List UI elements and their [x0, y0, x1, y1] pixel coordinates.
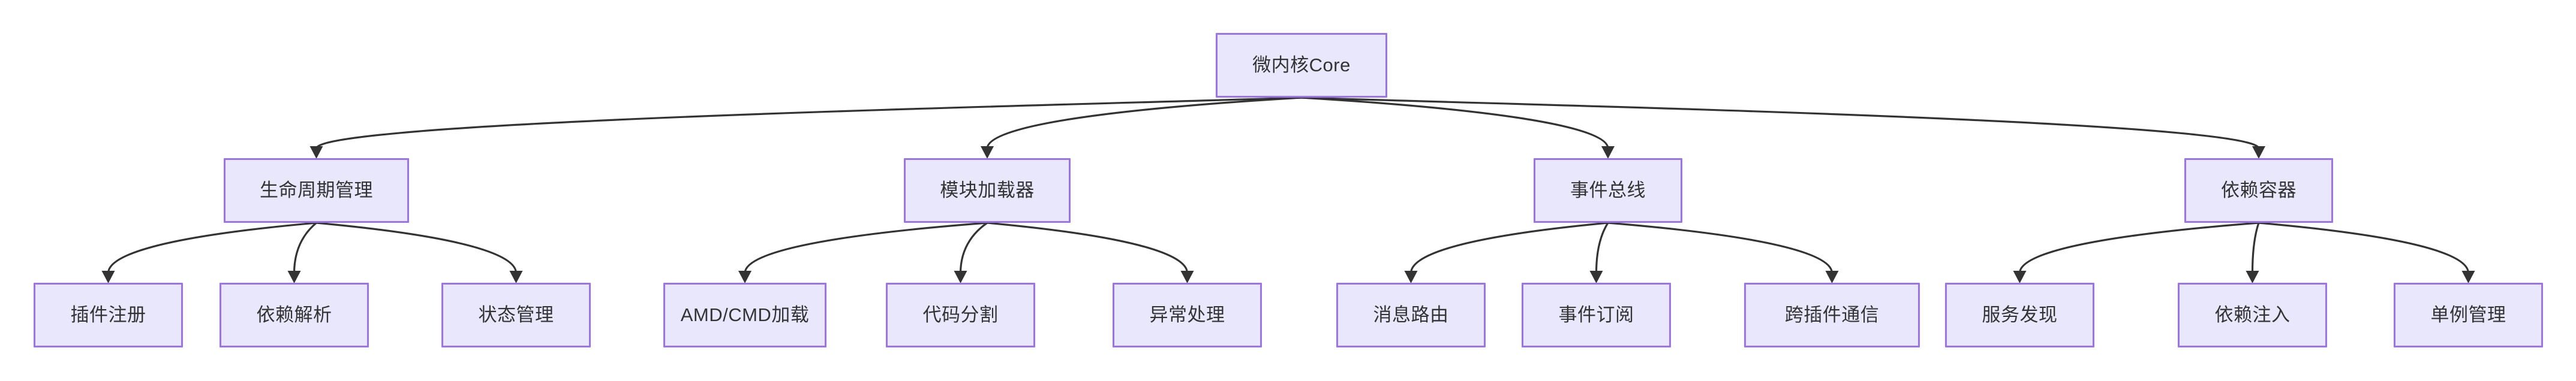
arrowhead-msg-route [1404, 271, 1418, 283]
node-code-split[interactable]: 代码分割 [886, 283, 1035, 347]
arrowhead-loader [981, 146, 994, 159]
node-label: 单例管理 [2430, 304, 2506, 325]
node-eventbus[interactable]: 事件总线 [1534, 158, 1682, 223]
node-label: 代码分割 [922, 304, 999, 325]
node-loader[interactable]: 模块加载器 [904, 158, 1071, 223]
node-dicontainer[interactable]: 依赖容器 [2184, 158, 2333, 223]
edge-core-to-dicontainer [1301, 96, 2260, 149]
node-service-discover[interactable]: 服务发现 [1945, 283, 2094, 347]
edge-eventbus-to-cross-plugin-comm [1607, 222, 1833, 274]
arrowhead-cross-plugin-comm [1825, 271, 1839, 283]
node-label: 依赖容器 [2221, 179, 2297, 201]
node-event-subscribe[interactable]: 事件订阅 [1522, 283, 1671, 347]
node-dep-resolve[interactable]: 依赖解析 [220, 283, 369, 347]
arrowhead-eventbus [1601, 146, 1615, 159]
edge-dicontainer-to-singleton-manage [2258, 222, 2470, 274]
edge-core-to-loader [986, 96, 1302, 149]
node-dep-inject[interactable]: 依赖注入 [2178, 283, 2327, 347]
edge-lifecycle-to-plugin-register [107, 222, 317, 274]
arrowhead-dep-inject [2246, 271, 2259, 283]
arrowhead-service-discover [2013, 271, 2027, 283]
edge-core-to-eventbus [1301, 96, 1609, 149]
node-singleton-manage[interactable]: 单例管理 [2394, 283, 2543, 347]
node-label: 依赖注入 [2214, 304, 2291, 325]
node-label: 跨插件通信 [1784, 304, 1880, 325]
node-label: 生命周期管理 [260, 179, 373, 201]
node-label: 服务发现 [1982, 304, 2058, 325]
edge-loader-to-amd-cmd-load [744, 222, 988, 274]
edge-loader-to-code-split [959, 222, 988, 274]
node-label: AMD/CMD加载 [680, 304, 810, 325]
arrowhead-lifecycle [309, 146, 323, 159]
node-label: 微内核Core [1252, 54, 1351, 75]
edge-lifecycle-to-state-manage [316, 222, 518, 274]
edge-eventbus-to-event-subscribe [1595, 222, 1609, 274]
node-error-handle[interactable]: 异常处理 [1113, 283, 1262, 347]
node-plugin-register[interactable]: 插件注册 [34, 283, 183, 347]
node-label: 消息路由 [1373, 304, 1449, 325]
node-label: 事件订阅 [1558, 304, 1634, 325]
edge-lifecycle-to-dep-resolve [293, 222, 317, 274]
node-label: 依赖解析 [256, 304, 332, 325]
node-state-manage[interactable]: 状态管理 [441, 283, 591, 347]
arrowhead-dicontainer [2252, 146, 2265, 159]
node-amd-cmd-load[interactable]: AMD/CMD加载 [663, 283, 826, 347]
arrowhead-amd-cmd-load [738, 271, 752, 283]
node-msg-route[interactable]: 消息路由 [1336, 283, 1486, 347]
arrowhead-dep-resolve [287, 271, 301, 283]
node-label: 状态管理 [478, 304, 554, 325]
edge-eventbus-to-msg-route [1409, 222, 1609, 274]
arrowhead-code-split [954, 271, 967, 283]
node-label: 异常处理 [1149, 304, 1225, 325]
edge-core-to-lifecycle [315, 96, 1302, 149]
edge-loader-to-error-handle [987, 222, 1189, 274]
node-label: 事件总线 [1570, 179, 1646, 201]
node-label: 插件注册 [70, 304, 146, 325]
node-core[interactable]: 微内核Core [1216, 33, 1387, 98]
arrowhead-event-subscribe [1589, 271, 1603, 283]
node-lifecycle[interactable]: 生命周期管理 [224, 158, 409, 223]
arrowhead-singleton-manage [2461, 271, 2475, 283]
arrowhead-plugin-register [101, 271, 115, 283]
edge-dicontainer-to-service-discover [2018, 222, 2259, 274]
arrowhead-error-handle [1180, 271, 1194, 283]
edge-dicontainer-to-dep-inject [2251, 222, 2260, 274]
node-label: 模块加载器 [940, 179, 1035, 201]
node-cross-plugin-comm[interactable]: 跨插件通信 [1744, 283, 1920, 347]
arrowhead-state-manage [509, 271, 523, 283]
